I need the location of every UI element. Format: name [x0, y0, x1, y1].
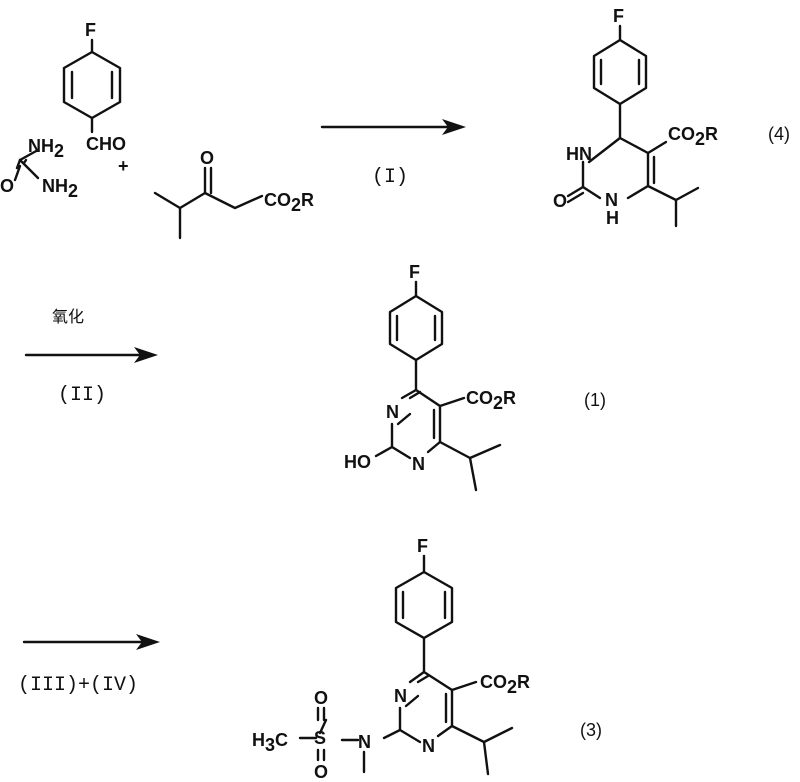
compound-4-oxygen: O: [553, 191, 567, 211]
plus-sign: +: [118, 156, 129, 176]
step-2-label: (II): [58, 384, 106, 407]
compound-4-co2r: CO2R: [668, 124, 718, 149]
reactant-4-fluorobenzaldehyde: F CHO: [62, 20, 126, 154]
compound-3-structure: F CO2R N N N S O O H3C: [252, 536, 602, 782]
compound-3-methyl: H3C: [252, 730, 288, 755]
compound-4-fluoro: F: [613, 6, 624, 26]
compound-3-fluoro: F: [417, 536, 428, 556]
step-3-label: (III)+(IV): [18, 674, 138, 697]
compound-3-oxygen-top: O: [314, 688, 328, 708]
urea-oxygen: O: [0, 176, 14, 196]
aldehyde-fluoro-label: F: [85, 20, 96, 40]
compound-3-number: (3): [580, 720, 602, 740]
compound-4-structure: F CO2R HN O N H (4): [553, 6, 790, 228]
compound-3-n-amide: N: [358, 732, 371, 752]
compound-3-n-bottom: N: [422, 736, 435, 756]
compound-3-co2r: CO2R: [480, 672, 530, 697]
compound-3-sulfur: S: [314, 728, 326, 748]
reactant-urea: NH2 O NH2: [0, 136, 78, 201]
compound-1-co2r: CO2R: [466, 388, 516, 413]
compound-4-ring-n: N: [605, 190, 618, 210]
step-1-label: (I): [372, 166, 408, 189]
compound-4-ring-h: H: [606, 208, 619, 228]
compound-4-number: (4): [768, 124, 790, 144]
urea-nh2-top: NH2: [28, 136, 64, 161]
compound-3-n-top: N: [394, 686, 407, 706]
compound-1-n-bottom: N: [412, 454, 425, 474]
reaction-arrow-1: (I): [320, 119, 466, 189]
compound-1-structure: F CO2R N N HO (1): [344, 262, 606, 492]
step-2-reagent: 氧化: [52, 307, 84, 326]
compound-3-oxygen-bottom: O: [314, 762, 328, 782]
ketoester-oxygen: O: [200, 148, 214, 168]
compound-1-ho: HO: [344, 452, 371, 472]
aldehyde-cho-label: CHO: [86, 134, 126, 154]
reactant-ketoester: O CO2R: [153, 148, 314, 240]
ketoester-co2r: CO2R: [264, 190, 314, 215]
compound-4-hn: HN: [566, 144, 592, 164]
compound-1-fluoro: F: [409, 262, 420, 282]
compound-1-number: (1): [584, 390, 606, 410]
reaction-arrow-3: (III)+(IV): [18, 634, 160, 697]
compound-1-n-top: N: [386, 402, 399, 422]
urea-nh2-bottom: NH2: [42, 176, 78, 201]
reaction-arrow-2: 氧化 (II): [24, 307, 158, 407]
